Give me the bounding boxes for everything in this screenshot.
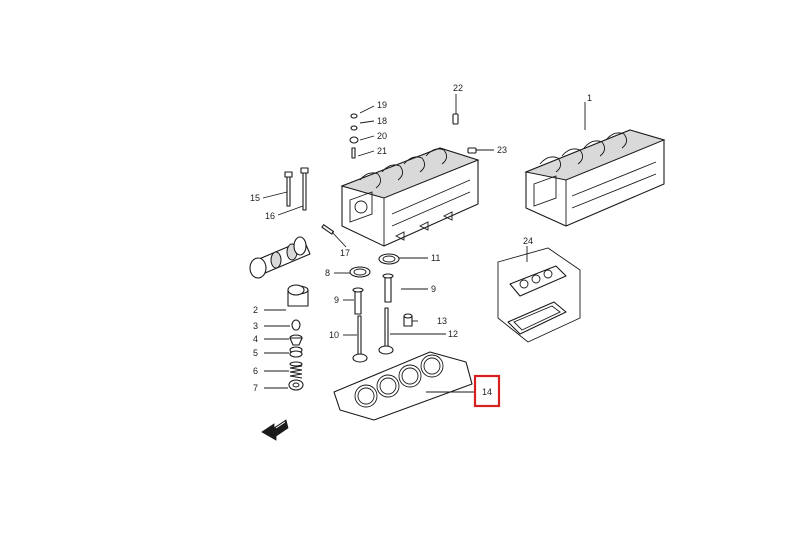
gasket-kit (497, 247, 581, 343)
valve-guide-right (382, 273, 394, 303)
tappet (287, 284, 309, 307)
washer-19 (350, 113, 358, 119)
callout-7: 7 (253, 383, 258, 393)
cylinder-head-complete (524, 129, 666, 227)
callout-15: 15 (250, 193, 260, 203)
callout-23: 23 (497, 145, 507, 155)
valve-seat-insert-right (378, 253, 400, 265)
callout-6: 6 (253, 366, 258, 376)
head-bolt-short (284, 171, 293, 207)
shim (291, 319, 301, 331)
callout-9-right: 9 (431, 284, 436, 294)
callout-14-highlight-box[interactable] (473, 374, 501, 408)
spring-seat-lower (288, 379, 304, 391)
leader-lines (262, 94, 586, 393)
callout-17: 17 (340, 248, 350, 258)
callout-12: 12 (448, 329, 458, 339)
callout-14: 14 (482, 387, 492, 397)
callout-labels: 1 2 3 4 5 6 7 8 9 9 10 11 12 13 14 15 16… (250, 83, 592, 397)
callout-24: 24 (523, 236, 533, 246)
callout-5: 5 (253, 348, 258, 358)
callout-10: 10 (329, 330, 339, 340)
spring-retainer (289, 334, 303, 346)
callout-2: 2 (253, 305, 258, 315)
callout-19: 19 (377, 100, 387, 110)
callout-9-left: 9 (334, 295, 339, 305)
head-gasket (333, 351, 473, 421)
front-direction-arrow-icon (261, 419, 289, 441)
callout-1: 1 (587, 93, 592, 103)
washer-20 (349, 136, 359, 144)
valve-spring (289, 361, 303, 379)
callout-20: 20 (377, 131, 387, 141)
valve-stem-seal (403, 313, 413, 327)
valve-guide-left (352, 287, 364, 315)
callout-13: 13 (437, 316, 447, 326)
stud-21 (351, 147, 356, 159)
callout-21: 21 (377, 146, 387, 156)
callout-11: 11 (431, 253, 440, 263)
dowel-pin (321, 224, 335, 235)
washer-18 (350, 125, 358, 131)
callout-3: 3 (253, 321, 258, 331)
valve-seat-insert-left (349, 266, 371, 278)
camshaft (249, 236, 311, 279)
exhaust-valve (352, 315, 368, 363)
head-bolt-long (300, 167, 309, 211)
cylinder-head-assembly (340, 147, 480, 247)
callout-4: 4 (253, 334, 258, 344)
callout-16: 16 (265, 211, 275, 221)
valve-spring-seat (289, 346, 303, 358)
callout-18: 18 (377, 116, 387, 126)
callout-22: 22 (453, 83, 463, 93)
plug-23 (467, 147, 477, 154)
intake-valve (378, 307, 394, 355)
callout-8: 8 (325, 268, 330, 278)
sensor-22 (452, 113, 459, 125)
